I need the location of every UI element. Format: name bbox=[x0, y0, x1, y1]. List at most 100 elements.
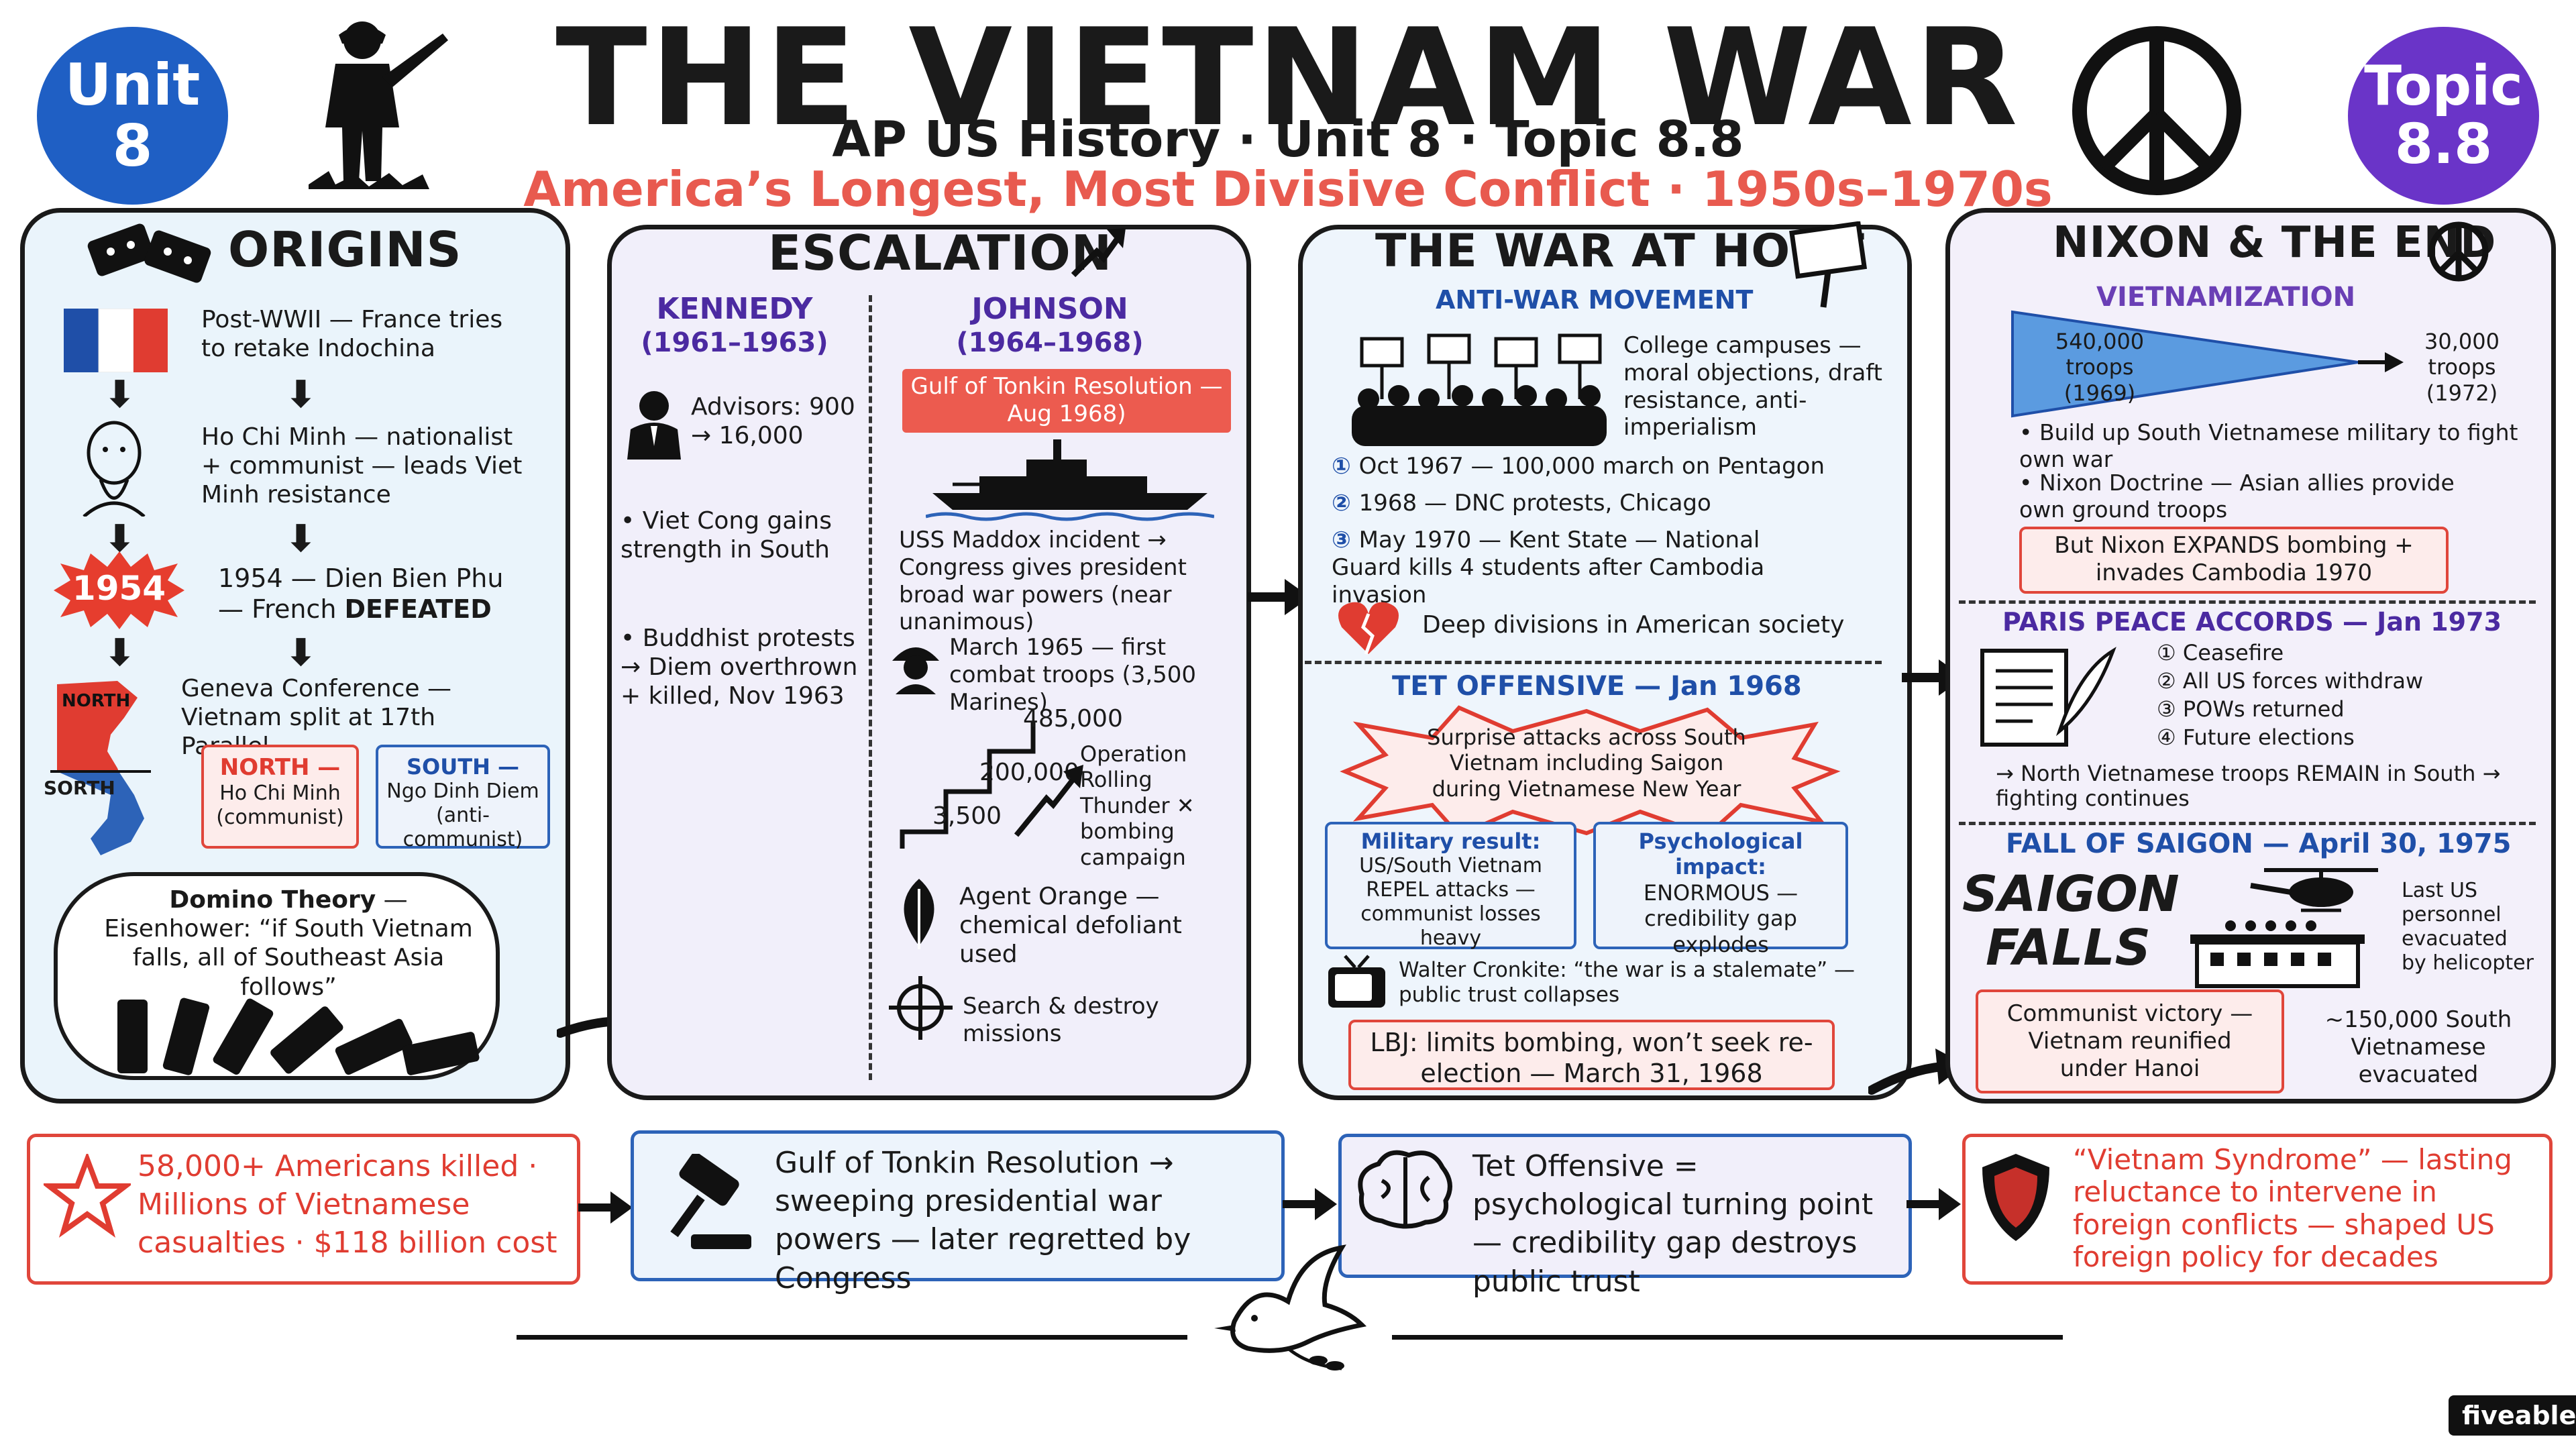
divisions-text: Deep divisions in American society bbox=[1422, 611, 1845, 639]
vietnamization-heading: VIETNAMIZATION bbox=[2096, 282, 2356, 313]
lbj-box: LBJ: limits bombing, won’t seek re-elect… bbox=[1348, 1020, 1835, 1090]
topic-badge-line1: Topic bbox=[2364, 54, 2523, 119]
kennedy-years: (1961–1963) bbox=[641, 327, 828, 358]
military-result-box: Military result: US/South Vietnam REPEL … bbox=[1325, 822, 1576, 951]
footer-line-right bbox=[1392, 1335, 2063, 1340]
crosshair-icon bbox=[889, 976, 953, 1040]
red-star-icon bbox=[44, 1154, 131, 1238]
event-1-text: Oct 1967 — 100,000 march on Pentagon bbox=[1358, 453, 1825, 480]
warship-icon bbox=[926, 439, 1214, 521]
origins-step3-text: 1954 — Dien Bien Phu — French bbox=[218, 564, 504, 624]
cost-box bbox=[27, 1134, 580, 1285]
number-4-icon: ④ bbox=[2157, 724, 2183, 750]
south-box-title: SOUTH — bbox=[407, 754, 519, 780]
paris-note: → North Vietnamese troops REMAIN in Sout… bbox=[1996, 761, 2532, 811]
syndrome-box bbox=[1962, 1134, 2553, 1285]
gavel-icon bbox=[670, 1154, 751, 1249]
troop-staircase-chart bbox=[900, 721, 1036, 849]
north-box-title: NORTH — bbox=[219, 754, 341, 781]
troops-step-low: 3,500 bbox=[932, 802, 1002, 830]
domino-theory-quote: — Eisenhower: “if South Vietnam falls, a… bbox=[104, 886, 473, 1001]
military-result-title: Military result: bbox=[1360, 828, 1541, 854]
paris-item-1: ① Ceasefire bbox=[2157, 641, 2492, 665]
soldier-icon bbox=[309, 21, 448, 189]
rising-arrow-icon bbox=[1014, 765, 1083, 837]
flow-arrow: ⬇ bbox=[285, 631, 317, 675]
peace-sign-small-icon bbox=[2428, 221, 2489, 282]
trending-up-icon bbox=[1071, 228, 1126, 278]
paris-item-4: ④ Future elections bbox=[2157, 725, 2492, 750]
south-box: SOUTH — Ngo Dinh Diem (anti-communist) bbox=[376, 745, 550, 852]
paris-note-text: North Vietnamese troops REMAIN in South … bbox=[1996, 761, 2501, 811]
brand-logo: fiveable bbox=[2449, 1395, 2576, 1436]
march-1965-text: March 1965 — first combat troops (3,500 … bbox=[949, 634, 1197, 716]
flow-arrow: ⬇ bbox=[285, 373, 317, 417]
escalation-title: ESCALATION bbox=[768, 225, 1112, 281]
ho-chi-minh-portrait-icon bbox=[83, 421, 146, 517]
advisor-person-icon bbox=[627, 391, 681, 460]
shield-icon bbox=[1982, 1154, 2049, 1241]
maddox-text: USS Maddox incident → Congress gives pre… bbox=[899, 527, 1187, 636]
number-3-icon: ③ bbox=[1332, 527, 1359, 553]
number-3-icon: ③ bbox=[2157, 696, 2183, 722]
kennedy-name: KENNEDY bbox=[656, 292, 813, 326]
broken-heart-icon bbox=[1338, 602, 1399, 655]
protest-sign-icon bbox=[1789, 221, 1868, 308]
domino-theory-text: Domino Theory — Eisenhower: “if South Vi… bbox=[94, 885, 483, 1002]
nixon-title: NIXON & THE END bbox=[2053, 218, 2497, 268]
map-label-south: SORTH bbox=[44, 777, 115, 799]
dove-icon bbox=[1214, 1244, 1367, 1371]
paris-item-3: ③ POWs returned bbox=[2157, 697, 2492, 722]
syndrome-text: “Vietnam Syndrome” — lasting reluctance … bbox=[2073, 1143, 2512, 1273]
campus-text: College campuses — moral objections, dra… bbox=[1623, 332, 1882, 441]
nixon-bullet-2-text: Nixon Doctrine — Asian allies provide ow… bbox=[2019, 470, 2455, 523]
origins-step2: Ho Chi Minh — nationalist + communist — … bbox=[201, 423, 523, 509]
flow-arrow bbox=[1283, 1188, 1337, 1220]
agent-orange-text: Agent Orange — chemical defoliant used bbox=[959, 883, 1182, 969]
south-evacuated-text: ~150,000 South Vietnamese evacuated bbox=[2324, 1006, 2512, 1088]
cronkite-text: Walter Cronkite: “the war is a stalemate… bbox=[1399, 958, 1856, 1008]
south-box-text: Ngo Dinh Diem (anti-communist) bbox=[386, 780, 539, 852]
column-divider bbox=[869, 295, 872, 1080]
starburst-icon bbox=[54, 551, 184, 629]
evacuated-text: Last US personnel evacuated by helicopte… bbox=[2402, 879, 2534, 975]
troops-start-text: 540,000 troops (1969) bbox=[2055, 329, 2145, 406]
bullet-dot: • bbox=[2019, 470, 2039, 496]
event-2: ② 1968 — DNC protests, Chicago bbox=[1332, 490, 1882, 517]
bullet-dot: • bbox=[2019, 419, 2039, 445]
number-2-icon: ② bbox=[1332, 490, 1359, 517]
protest-crowd-icon bbox=[1352, 333, 1607, 446]
paris-item-3-text: POWs returned bbox=[2182, 696, 2345, 722]
paris-item-4-text: Future elections bbox=[2182, 724, 2355, 750]
search-destroy-text: Search & destroy missions bbox=[963, 993, 1159, 1047]
north-box: NORTH — Ho Chi Minh (communist) bbox=[201, 745, 359, 849]
number-1-icon: ① bbox=[2157, 640, 2183, 665]
saigon-heading: FALL OF SAIGON — April 30, 1975 bbox=[2006, 828, 2512, 859]
helicopter-embassy-icon bbox=[2190, 868, 2378, 988]
section-divider bbox=[1959, 822, 2536, 825]
troops-step-mid: 200,000 bbox=[979, 759, 1079, 786]
tet-heading: TET OFFENSIVE — Jan 1968 bbox=[1392, 671, 1802, 702]
troops-step-high: 485,000 bbox=[1023, 705, 1123, 733]
johnson-years: (1964–1968) bbox=[956, 327, 1144, 358]
event-3: ③ May 1970 — Kent State — National Guard… bbox=[1332, 527, 1815, 608]
event-1: ① Oct 1967 — 100,000 march on Pentagon bbox=[1332, 453, 1882, 480]
brain-icon bbox=[1358, 1150, 1452, 1229]
bullet-dot: • bbox=[621, 507, 643, 535]
year-1954-badge: 1954 bbox=[72, 569, 166, 608]
section-divider bbox=[1959, 600, 2536, 604]
expands-box: But Nixon EXPANDS bombing + invades Camb… bbox=[2019, 527, 2449, 594]
saigon-falls-line1: SAIGON bbox=[1962, 865, 2180, 923]
viet-cong-text: • Viet Cong gains strength in South bbox=[621, 506, 855, 564]
paris-item-2-text: All US forces withdraw bbox=[2182, 668, 2424, 694]
unit-badge: Unit 8 bbox=[37, 27, 228, 205]
tet-summary-text: Tet Offensive = psychological turning po… bbox=[1472, 1149, 1874, 1299]
military-result-text: US/South Vietnam REPEL attacks — communi… bbox=[1359, 854, 1542, 951]
psych-impact-text: ENORMOUS — credibility gap explodes bbox=[1643, 879, 1799, 957]
psych-impact-title: Psychological impact: bbox=[1638, 828, 1803, 880]
rolling-thunder-text: Operation Rolling Thunder ✕ bombing camp… bbox=[1080, 741, 1195, 870]
map-label-north: NORTH bbox=[62, 691, 131, 711]
event-3-text: May 1970 — Kent State — National Guard k… bbox=[1332, 527, 1765, 608]
buddhist-text: • Buddhist protests → Diem overthrown + … bbox=[621, 624, 862, 711]
panel-arrow bbox=[1248, 579, 1310, 615]
